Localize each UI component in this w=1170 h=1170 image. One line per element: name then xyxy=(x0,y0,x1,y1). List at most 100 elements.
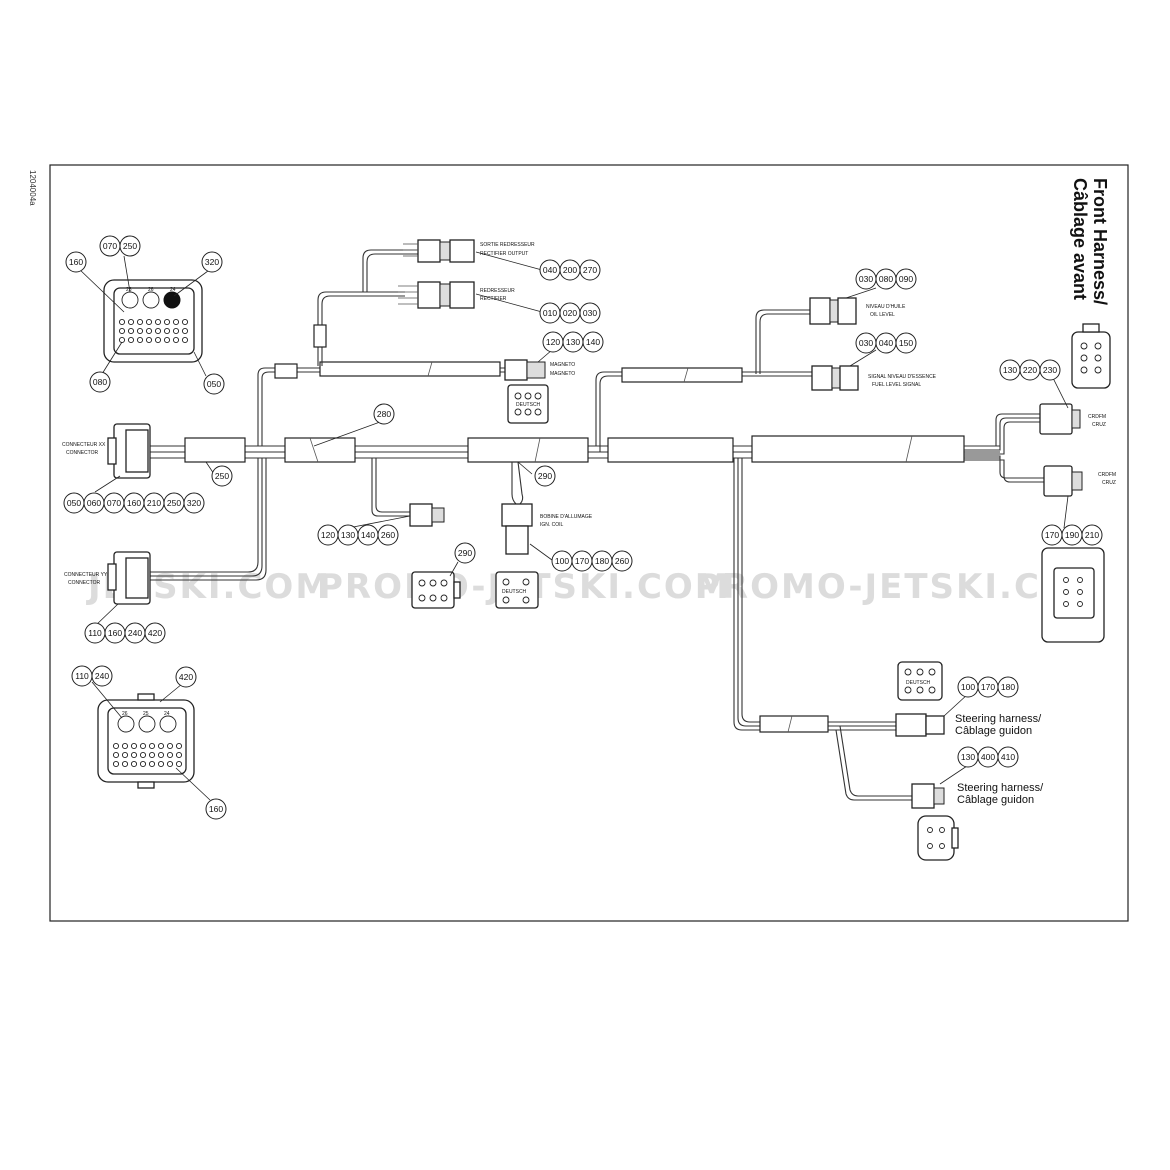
callout-circle xyxy=(65,251,87,273)
callout-number: 420 xyxy=(179,672,193,682)
callout-circle xyxy=(1039,359,1061,381)
upper-branch xyxy=(257,239,546,446)
connector-pin xyxy=(118,336,126,344)
label-crdfm-bottom-sub: CRUZ xyxy=(1102,480,1116,486)
pin-label-24-bottom: 24 xyxy=(164,711,170,717)
callout-circle xyxy=(582,331,604,353)
callout-number: 040 xyxy=(543,265,557,275)
connector-pin xyxy=(130,742,138,750)
connector-pin xyxy=(181,318,189,326)
label-deutsch-3: DEUTSCH xyxy=(502,589,527,595)
connector-pin xyxy=(175,751,183,759)
watermark: JETSKI.COM PROMO-JETSKI.COM PROMO-JETSKI… xyxy=(86,567,1108,607)
callout-number: 250 xyxy=(123,241,137,251)
connector-pin xyxy=(118,318,126,326)
callout-circle xyxy=(91,665,113,687)
callout-number: 130 xyxy=(1003,365,1017,375)
connector-pin xyxy=(136,318,144,326)
callout-c-160-b: 160 xyxy=(205,798,227,820)
callout-number: 160 xyxy=(108,628,122,638)
right-end-branch xyxy=(964,403,1083,497)
callout-circle xyxy=(211,465,233,487)
callout-number: 250 xyxy=(167,498,181,508)
label-signal-niveau: SIGNAL NIVEAU D'ESSENCE xyxy=(868,374,937,380)
steering-2-line2: Câblage guidon xyxy=(957,794,1034,806)
connector-pin xyxy=(175,742,183,750)
callout-c-290-a: 290 xyxy=(534,465,556,487)
callout-c-050: 050 xyxy=(203,373,225,395)
callout-number: 230 xyxy=(1043,365,1057,375)
label-crdfm-top-sub: CRUZ xyxy=(1092,422,1106,428)
callout-number: 220 xyxy=(1023,365,1037,375)
label-fuel-level-signal: FUEL LEVEL SIGNAL xyxy=(872,382,921,388)
callout-circle xyxy=(201,251,223,273)
callout-circle xyxy=(373,403,395,425)
lower-branch-1 xyxy=(371,458,445,527)
callout-number: 270 xyxy=(583,265,597,275)
pin-layout-icon: 25 26 24 xyxy=(103,279,203,363)
deutsch-connector-icon: DEUTSCH xyxy=(507,384,549,424)
pin-label-26-bottom: 26 xyxy=(122,711,128,717)
connector-pin xyxy=(175,760,183,768)
connector-pin xyxy=(154,336,162,344)
callout-number: 320 xyxy=(205,257,219,267)
pin-label-26-top: 26 xyxy=(148,287,154,293)
callout-number: 290 xyxy=(458,548,472,558)
callout-number: 240 xyxy=(128,628,142,638)
callout-number: 030 xyxy=(583,308,597,318)
connector-pin xyxy=(148,751,156,759)
connector-pin xyxy=(145,327,153,335)
connector-icon xyxy=(1041,547,1105,643)
callout-number: 410 xyxy=(1001,752,1015,762)
callout-number: 090 xyxy=(899,274,913,284)
callout-number: 050 xyxy=(67,498,81,508)
callout-c-040-200-270: 040 200 270 xyxy=(539,259,601,281)
callout-number: 110 xyxy=(88,628,102,638)
connector-pin xyxy=(136,327,144,335)
connector-pin xyxy=(121,742,129,750)
title-line1: Front Harness/ xyxy=(1090,178,1110,305)
connector-yy xyxy=(107,458,267,605)
callout-circle xyxy=(377,524,399,546)
label-magneto-2: MAGNETO xyxy=(550,371,575,377)
callout-number: 200 xyxy=(563,265,577,275)
callout-c-320: 320 xyxy=(201,251,223,273)
pin-label-25-top: 25 xyxy=(126,287,132,293)
label-oil-level: OIL LEVEL xyxy=(870,312,895,318)
callout-number: 040 xyxy=(879,338,893,348)
callout-number: 210 xyxy=(1085,530,1099,540)
connector-pin xyxy=(154,318,162,326)
leader-lines xyxy=(77,251,1069,801)
callout-number: 160 xyxy=(127,498,141,508)
connector-pin xyxy=(127,327,135,335)
connector-pin xyxy=(157,760,165,768)
deutsch-connector-icon xyxy=(411,571,461,609)
label-crdfm-bottom: CRDFM xyxy=(1098,472,1116,478)
callout-number: 130 xyxy=(341,530,355,540)
callout-circle xyxy=(579,302,601,324)
callout-number: 010 xyxy=(543,308,557,318)
callout-number: 260 xyxy=(381,530,395,540)
callout-number: 130 xyxy=(961,752,975,762)
label-niveau-huile: NIVEAU D'HUILE xyxy=(866,304,906,310)
callout-number: 210 xyxy=(147,498,161,508)
watermark-3: PROMO-JETSKI.COM xyxy=(695,567,1108,607)
callout-number: 130 xyxy=(566,337,580,347)
callout-number: 030 xyxy=(859,274,873,284)
connector-pin xyxy=(139,751,147,759)
connector-pin xyxy=(145,318,153,326)
connector-pin xyxy=(148,742,156,750)
pin-layout-icon: 26 25 24 xyxy=(97,693,195,789)
callout-number: 140 xyxy=(586,337,600,347)
callout-number: 260 xyxy=(615,556,629,566)
